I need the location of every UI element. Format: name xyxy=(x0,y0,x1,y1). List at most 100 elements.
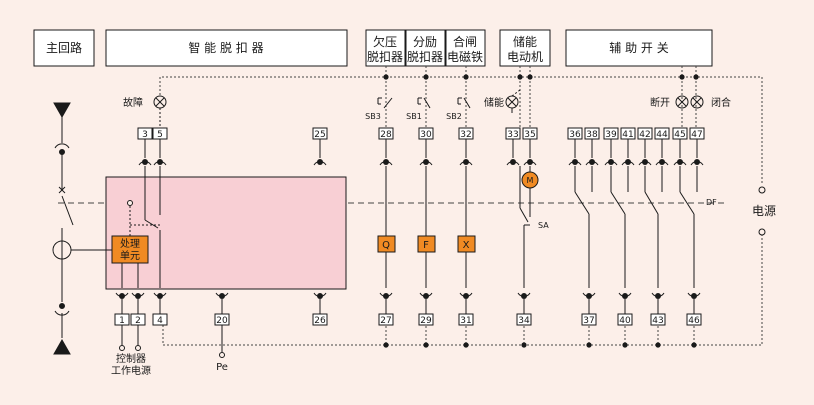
terminal-label-bottom: 27 xyxy=(380,316,391,326)
label-sb3: SB3 xyxy=(365,112,381,121)
label-sa: SA xyxy=(538,221,549,230)
storage-lamp-icon xyxy=(505,95,519,109)
connector-dot xyxy=(527,159,533,165)
label-open: 断开 xyxy=(650,96,670,109)
terminal-label-top: 5 xyxy=(157,130,163,140)
terminal-box-top xyxy=(378,127,394,140)
terminal-label-top: 47 xyxy=(691,130,702,140)
terminal-label-top: 44 xyxy=(656,130,668,140)
terminal-label-bottom: 4 xyxy=(157,316,163,326)
terminal-label-top: 36 xyxy=(569,130,581,140)
switch-branches xyxy=(377,97,531,288)
terminal-label-top: 30 xyxy=(420,130,432,140)
connector-dot xyxy=(119,293,125,299)
header-shunt-line1: 分励 xyxy=(413,35,437,49)
controller-power-leads xyxy=(119,325,225,358)
connector-dot xyxy=(586,293,592,299)
terminal-box-bottom xyxy=(650,313,666,326)
connector-dot xyxy=(383,159,389,165)
connector-dot xyxy=(691,293,697,299)
connector-dot xyxy=(135,293,141,299)
connector-dot xyxy=(589,159,595,165)
terminal-box-bottom xyxy=(516,313,532,326)
terminal-label-top: 38 xyxy=(586,130,598,140)
terminal-box-top xyxy=(418,127,434,140)
close-lamp-icon xyxy=(690,95,704,109)
terminal-box-top xyxy=(505,127,521,140)
terminal-label-top: 3 xyxy=(142,130,148,140)
coil-q-box xyxy=(377,235,396,253)
connector-dot xyxy=(642,159,648,165)
connector-dot xyxy=(383,293,389,299)
terminal-label-bottom: 20 xyxy=(216,316,228,326)
header-undervoltage-line2: 脱扣器 xyxy=(367,49,403,64)
terminal-label-top: 41 xyxy=(622,130,633,140)
terminal-box-bottom xyxy=(581,313,597,326)
terminal-label-top: 35 xyxy=(524,130,535,140)
fault-contact-link xyxy=(121,166,161,288)
terminal-label-top: 28 xyxy=(380,130,392,140)
header-aux-switch: 辅 助 开 关 xyxy=(609,41,668,55)
header-aux-switch-box xyxy=(565,29,713,67)
terminal-box-top xyxy=(689,127,705,140)
header-shunt-line2: 脱扣器 xyxy=(407,49,443,64)
connector-dot xyxy=(317,159,323,165)
header-closing-line1: 合闸 xyxy=(453,34,477,49)
connector-dot xyxy=(625,159,631,165)
terminal-label-top: 39 xyxy=(605,130,617,140)
connector-dot xyxy=(694,159,700,165)
terminal-box-top xyxy=(522,127,538,140)
terminal-box-top xyxy=(654,127,670,140)
terminal-box-bottom xyxy=(152,313,168,326)
motor-icon xyxy=(521,171,539,189)
label-sb1: SB1 xyxy=(406,112,422,121)
terminal-box-top xyxy=(137,127,153,140)
connector-dot xyxy=(317,293,323,299)
header-shunt-box xyxy=(405,29,446,67)
terminal-box-bottom xyxy=(418,313,434,326)
label-fault: 故障 xyxy=(123,96,143,109)
terminal-label-bottom: 37 xyxy=(583,316,594,326)
fault-lamp-icon xyxy=(153,95,167,109)
connector-dot xyxy=(655,293,661,299)
main-circuit xyxy=(52,102,112,355)
terminal-box-top xyxy=(584,127,600,140)
open-lamp-icon xyxy=(675,95,689,109)
header-undervoltage-line1: 欠压 xyxy=(373,34,397,49)
terminal-box-top xyxy=(567,127,583,140)
header-row xyxy=(33,29,713,67)
processing-unit-line2: 单元 xyxy=(120,250,140,262)
terminal-label-bottom: 2 xyxy=(135,316,141,326)
terminal-box-top xyxy=(637,127,653,140)
connector-dot xyxy=(463,159,469,165)
coil-f-label: F xyxy=(423,240,429,251)
controller-power-line1: 控制器 xyxy=(116,352,146,365)
coil-f-box xyxy=(417,235,436,253)
header-main-circuit: 主回路 xyxy=(46,40,82,55)
connector-dot xyxy=(572,159,578,165)
header-smart-trip: 智 能 脱 扣 器 xyxy=(188,40,263,55)
connector-dot xyxy=(157,293,163,299)
terminal-label-bottom: 40 xyxy=(619,316,631,326)
smart-trip-controller-box xyxy=(105,176,347,290)
terminal-label-top: 33 xyxy=(507,130,518,140)
power-terminal-bottom xyxy=(758,228,766,236)
connector-dot xyxy=(423,159,429,165)
terminal-label-top: 45 xyxy=(674,130,685,140)
header-main-circuit-box xyxy=(33,29,95,67)
terminal-label-bottom: 31 xyxy=(460,316,471,326)
terminal-box-top xyxy=(312,127,328,140)
terminal-box-top xyxy=(152,127,168,140)
terminal-box-top xyxy=(672,127,688,140)
connector-dot xyxy=(463,293,469,299)
connector-dot xyxy=(157,159,163,165)
terminal-box-bottom xyxy=(458,313,474,326)
connector-dot xyxy=(142,159,148,165)
connector-dot xyxy=(423,293,429,299)
connector-dot xyxy=(659,159,665,165)
header-storage-box xyxy=(499,29,551,67)
terminal-box-top xyxy=(458,127,474,140)
